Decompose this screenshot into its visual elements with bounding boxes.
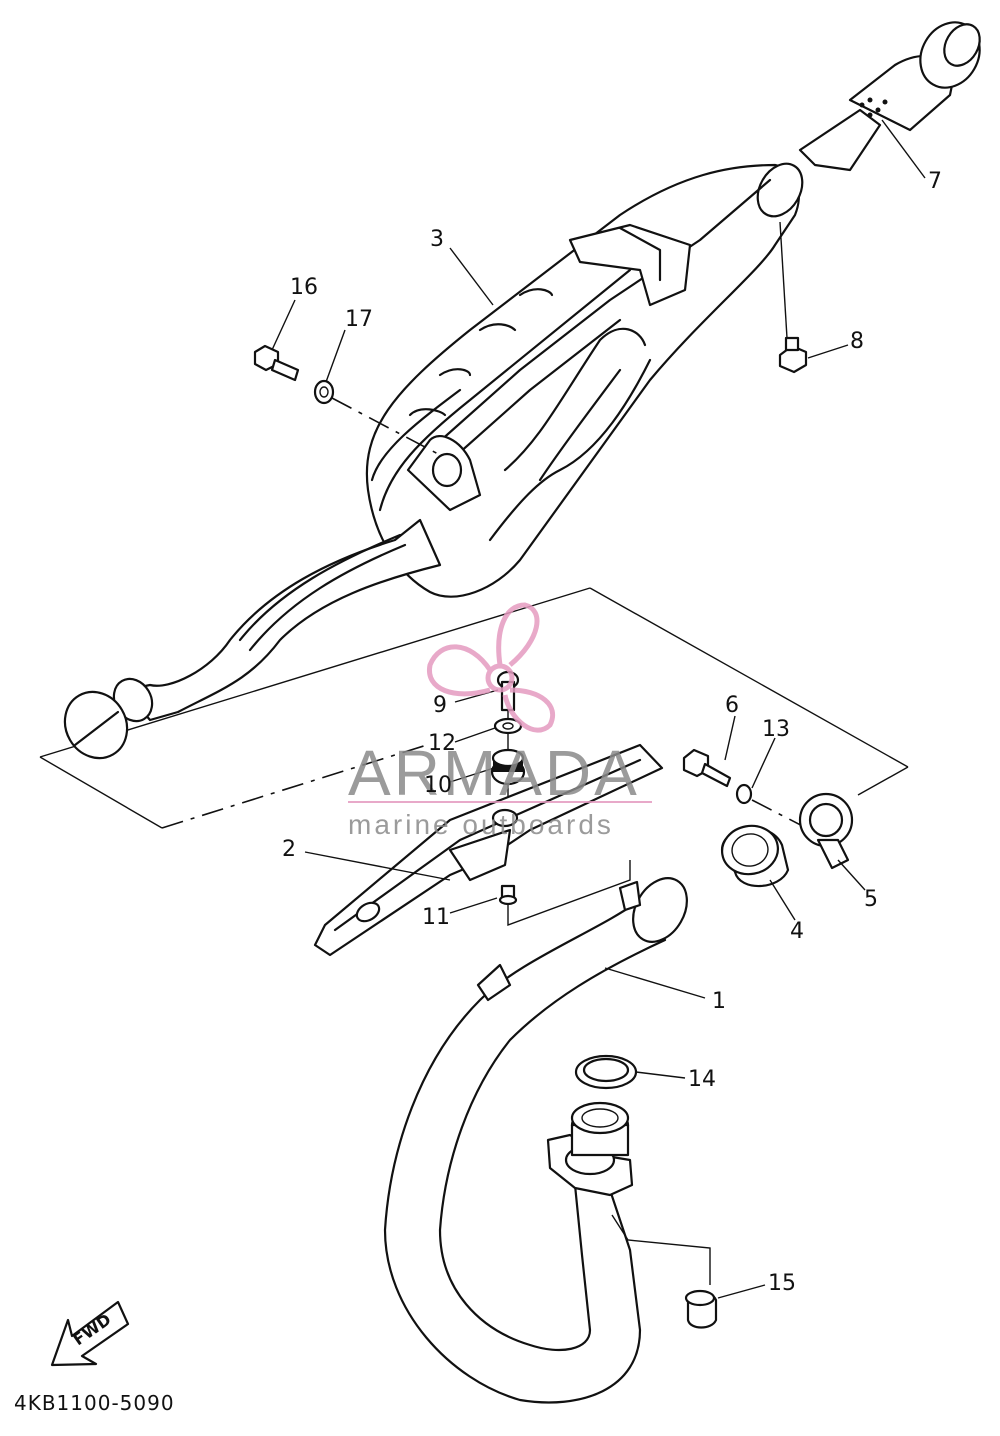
bolt-8 <box>778 336 808 374</box>
stay-2 <box>313 743 664 957</box>
callout-15: 15 <box>768 1271 796 1296</box>
watermark-tagline: marine outboards <box>348 809 614 840</box>
callout-7: 7 <box>928 169 942 194</box>
fwd-arrow: FWD <box>50 1300 130 1367</box>
callout-6: 6 <box>725 693 739 718</box>
nut-15 <box>684 1289 718 1329</box>
muffler <box>63 162 804 760</box>
bolt-6 <box>682 748 732 788</box>
propeller-hub <box>485 663 515 693</box>
propeller-logo <box>427 602 555 733</box>
propeller-blade-3 <box>502 687 555 733</box>
exhaust-pipe-1 <box>383 877 688 1404</box>
callouts: 3 16 17 7 8 9 12 10 2 11 6 13 5 4 1 14 1… <box>282 169 942 1296</box>
callout-13: 13 <box>762 717 790 742</box>
collar-11 <box>498 884 518 906</box>
callout-9: 9 <box>433 693 447 718</box>
washer-13 <box>735 783 753 805</box>
diagram-code: 4KB1100-5090 <box>14 1391 175 1415</box>
gasket-14 <box>574 1054 638 1090</box>
callout-8: 8 <box>850 329 864 354</box>
callout-17: 17 <box>345 307 373 332</box>
callout-3: 3 <box>430 227 444 252</box>
assembly-plane <box>39 587 909 829</box>
watermark: ARMADA marine outboards <box>348 602 652 840</box>
callout-10: 10 <box>424 773 452 798</box>
leader-lines <box>271 119 926 1299</box>
propeller-blade-2 <box>496 602 540 667</box>
clamp-5 <box>798 792 854 870</box>
callout-12: 12 <box>428 731 456 756</box>
grommet-10 <box>490 748 526 786</box>
silencer-end <box>798 21 981 172</box>
callout-14: 14 <box>688 1067 716 1092</box>
callout-4: 4 <box>790 919 804 944</box>
callout-16: 16 <box>290 275 318 300</box>
gasket-4 <box>720 824 790 888</box>
propeller-blade-1 <box>427 644 493 697</box>
callout-2: 2 <box>282 837 296 862</box>
callout-5: 5 <box>864 887 878 912</box>
callout-11: 11 <box>422 905 450 930</box>
washer-17 <box>313 379 335 405</box>
callout-1: 1 <box>712 989 726 1014</box>
watermark-brand: ARMADA <box>348 737 640 809</box>
bolt-16 <box>253 344 300 382</box>
